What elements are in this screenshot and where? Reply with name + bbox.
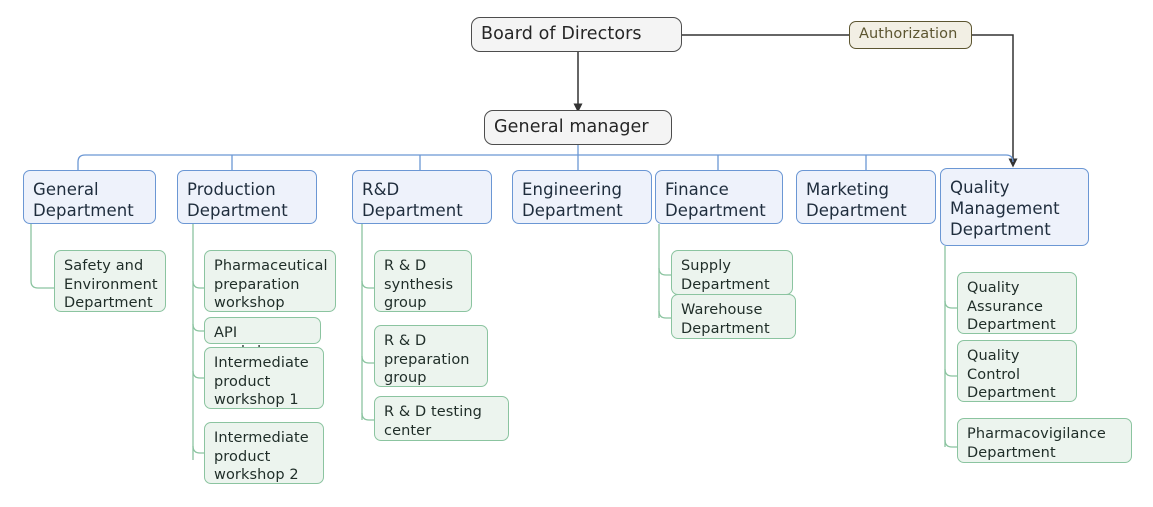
node-supply-department[interactable]: Supply Department: [671, 250, 793, 295]
node-label: Quality Management Department: [950, 178, 1060, 240]
node-intermediate-product-workshop-2[interactable]: Intermediate product workshop 2: [204, 422, 324, 484]
node-label: Engineering Department: [522, 180, 623, 221]
node-api-workshop[interactable]: API workshop: [204, 317, 321, 360]
node-rnd-synthesis-group[interactable]: R & D synthesis group: [374, 250, 472, 312]
node-quality-management-department[interactable]: Quality Management Department: [940, 168, 1089, 246]
node-label: Marketing Department: [806, 180, 907, 221]
node-rnd-department[interactable]: R&D Department: [352, 170, 492, 224]
connector-general-safety: [30, 224, 55, 289]
node-label: R & D preparation group: [384, 333, 470, 387]
node-label: Intermediate product workshop 2: [214, 430, 309, 484]
node-label: R&D Department: [362, 180, 463, 221]
node-board-of-directors[interactable]: Board of Directors: [471, 17, 682, 52]
node-general-department[interactable]: General Department: [23, 170, 156, 224]
node-engineering-department[interactable]: Engineering Department: [512, 170, 652, 224]
node-pharmaceutical-preparation-workshop[interactable]: Pharmaceutical preparation workshop: [204, 250, 336, 312]
node-label: Supply Department: [681, 258, 770, 293]
node-label: R & D testing center: [384, 404, 482, 439]
node-general-manager[interactable]: General manager: [484, 110, 672, 145]
node-label: Pharmaceutical preparation workshop: [214, 258, 328, 312]
node-rnd-preparation-group[interactable]: R & D preparation group: [374, 325, 488, 387]
node-label: Warehouse Department: [681, 302, 770, 337]
node-label: Production Department: [187, 180, 288, 221]
node-label: Finance Department: [665, 180, 766, 221]
node-safety-and-environment-department[interactable]: Safety and Environment Department: [54, 250, 166, 312]
connector-department-bus: [77, 154, 1014, 163]
node-intermediate-product-workshop-1[interactable]: Intermediate product workshop 1: [204, 347, 324, 409]
node-label: Safety and Environment Department: [64, 258, 158, 312]
node-quality-assurance-department[interactable]: Quality Assurance Department: [957, 272, 1077, 334]
node-warehouse-department[interactable]: Warehouse Department: [671, 294, 796, 339]
node-label: Authorization: [859, 26, 958, 43]
node-label: Intermediate product workshop 1: [214, 355, 309, 409]
node-label: R & D synthesis group: [384, 258, 454, 312]
node-production-department[interactable]: Production Department: [177, 170, 317, 224]
node-quality-control-department[interactable]: Quality Control Department: [957, 340, 1077, 402]
node-marketing-department[interactable]: Marketing Department: [796, 170, 936, 224]
node-label: Board of Directors: [481, 23, 642, 44]
node-label: Quality Assurance Department: [967, 280, 1056, 334]
node-authorization[interactable]: Authorization: [849, 21, 972, 49]
node-finance-department[interactable]: Finance Department: [655, 170, 783, 224]
node-label: Quality Control Department: [967, 348, 1056, 402]
node-label: General Department: [33, 180, 134, 221]
node-label: Pharmacovigilance Department: [967, 426, 1106, 461]
node-pharmacovigilance-department[interactable]: Pharmacovigilance Department: [957, 418, 1132, 463]
node-label: General manager: [494, 116, 649, 137]
node-rnd-testing-center[interactable]: R & D testing center: [374, 396, 509, 441]
connector-authorization-quality: [972, 34, 1018, 168]
